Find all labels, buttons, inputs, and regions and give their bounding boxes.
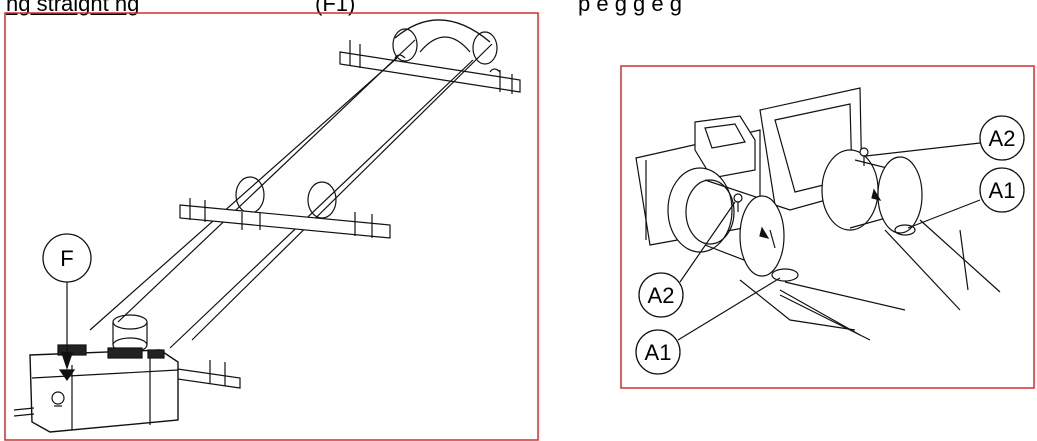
callout-a2-right: A2	[865, 115, 1025, 161]
caption-fragment-left: ng straight ng	[6, 0, 140, 16]
caption-fragment-right: p e g g e g	[578, 0, 682, 16]
callout-label-a1-left: A1	[645, 340, 672, 365]
flue-pipe-assembly	[13, 19, 521, 433]
callout-a1-right: A1	[907, 167, 1025, 229]
left-panel: F	[4, 12, 539, 441]
right-frame	[620, 65, 1035, 389]
pipe-connection-detail	[635, 87, 1001, 341]
right-panel: A2 A1 A2 A1	[620, 65, 1035, 389]
screws	[733, 147, 869, 212]
callout-arrow-f	[61, 352, 73, 370]
callout-label-a2-right: A2	[989, 126, 1016, 151]
caption-fragment-mid: (F1)	[315, 0, 356, 16]
callout-label-a1-right: A1	[989, 178, 1016, 203]
callout-a1-left: A1	[635, 277, 781, 375]
callout-label-f: F	[60, 246, 73, 271]
left-frame	[4, 12, 539, 441]
callout-a2-left: A2	[638, 201, 736, 318]
callout-label-a2-left: A2	[648, 283, 675, 308]
